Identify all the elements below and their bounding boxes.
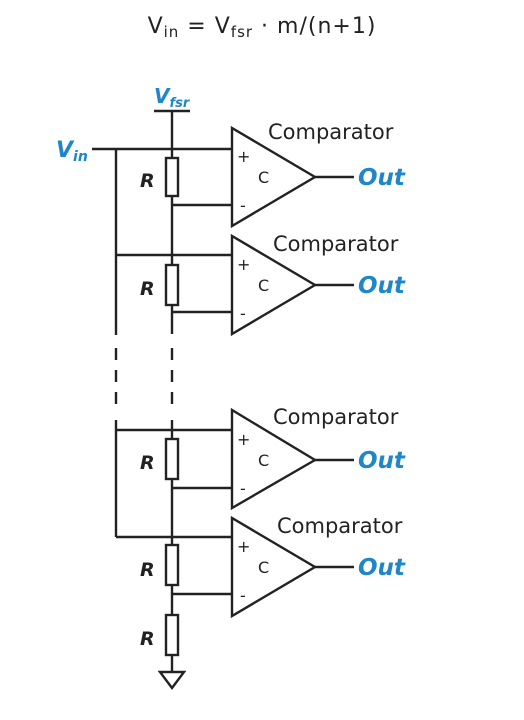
resistor-label-4: R [140,559,155,581]
comparator-3-triangle [230,407,318,511]
comparator-3: + - C Comparator Out [116,405,406,511]
comparator-4-minus: - [240,586,246,605]
resistor-label-3: R [140,452,155,474]
comparator-4-triangle [230,515,318,619]
comparator-4-c: C [258,558,269,577]
formula-fsr-sub: fsr [230,23,254,41]
formula-rest: · m/(n+1) [253,14,377,39]
comparator-4-out: Out [358,555,406,581]
comparator-3-plus: + [237,430,250,449]
comparator-2-minus: - [240,304,246,323]
comparator-1-label: Comparator [268,120,394,144]
comparator-3-c: C [258,451,269,470]
comparator-3-minus: - [240,479,246,498]
resistor-1 [164,156,180,198]
vfsr-label: Vfsr [154,84,191,111]
comparator-2-c: C [258,276,269,295]
vin-label: Vin [56,138,88,165]
resistor-5 [164,613,180,657]
comparator-4-plus: + [237,537,250,556]
ground-icon [157,670,187,690]
comparator-3-out: Out [358,448,406,474]
comparator-2: + - C Comparator Out [116,232,406,337]
resistor-label-2: R [140,278,155,300]
comparator-1-plus: + [237,147,250,166]
comparator-4: + - C Comparator Out [116,514,406,619]
comparator-3-label: Comparator [273,405,399,429]
formula-in-sub: in [163,23,180,41]
comparator-1: + - C Comparator Out [116,120,406,229]
comparator-2-plus: + [237,255,250,274]
formula-v2: V [214,14,231,39]
comparator-1-c: C [258,168,269,187]
resistor-2 [164,263,180,307]
resistor-label-1: R [140,170,155,192]
comparator-1-triangle [230,125,318,229]
resistor-3 [164,437,180,481]
comparator-2-triangle [230,233,318,337]
comparator-1-out: Out [358,165,406,191]
resistor-label-5: R [140,628,155,650]
formula: Vin = Vfsr · m/(n+1) [0,14,524,41]
comparator-2-out: Out [358,273,406,299]
comparator-4-label: Comparator [277,514,403,538]
formula-v: V [147,14,164,39]
resistor-4 [164,543,180,587]
formula-eq: = [179,14,215,39]
comparator-2-label: Comparator [273,232,399,256]
comparator-1-minus: - [240,196,246,215]
